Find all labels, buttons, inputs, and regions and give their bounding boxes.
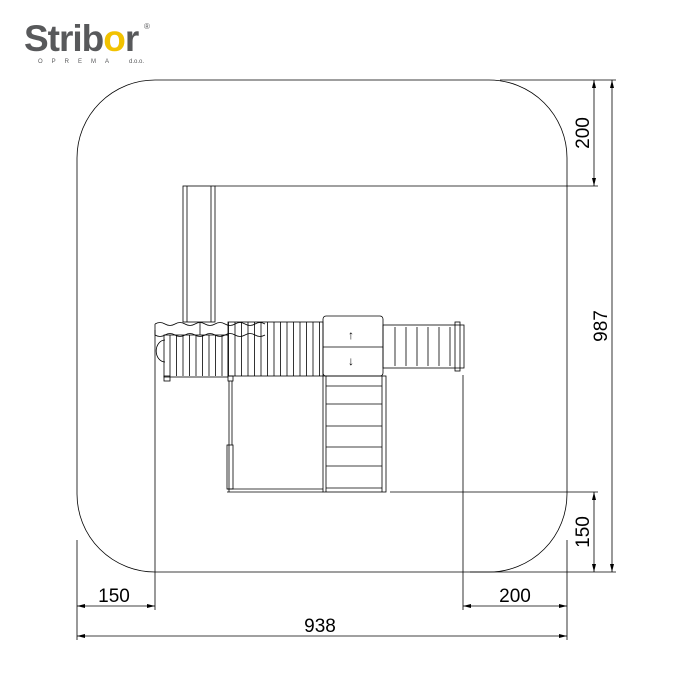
- logo-suffix: d.o.o.: [129, 59, 145, 65]
- roof: [154, 322, 266, 363]
- dim-bottom-clearance: 150: [573, 516, 594, 548]
- tube-slide: [182, 185, 216, 323]
- extension-lines: [76, 79, 616, 640]
- logo-wordmark: Stribor: [24, 18, 139, 59]
- ladder: [322, 375, 387, 493]
- dimension-lines: [77, 80, 613, 637]
- straight-slide: [382, 321, 465, 372]
- arrow-down-glyph: ↓: [348, 354, 354, 368]
- dimension-arrowheads: [77, 80, 614, 638]
- safety-zone-outline: [76, 79, 568, 573]
- dim-left-clearance: 150: [98, 586, 130, 607]
- under-frame: [226, 381, 323, 493]
- dim-right-clearance: 200: [499, 586, 531, 607]
- arrow-up-glyph: ↑: [348, 328, 354, 342]
- logo-subtitle: OPREMA: [38, 59, 119, 65]
- logo-registered: ®: [144, 22, 150, 31]
- stribor-logo: Stribor OPREMA d.o.o. ®: [24, 18, 154, 72]
- dim-total-depth: 987: [591, 310, 612, 342]
- dim-top-clearance: 200: [573, 117, 594, 149]
- dim-total-width: 938: [304, 616, 336, 637]
- platform-deck: [163, 321, 324, 382]
